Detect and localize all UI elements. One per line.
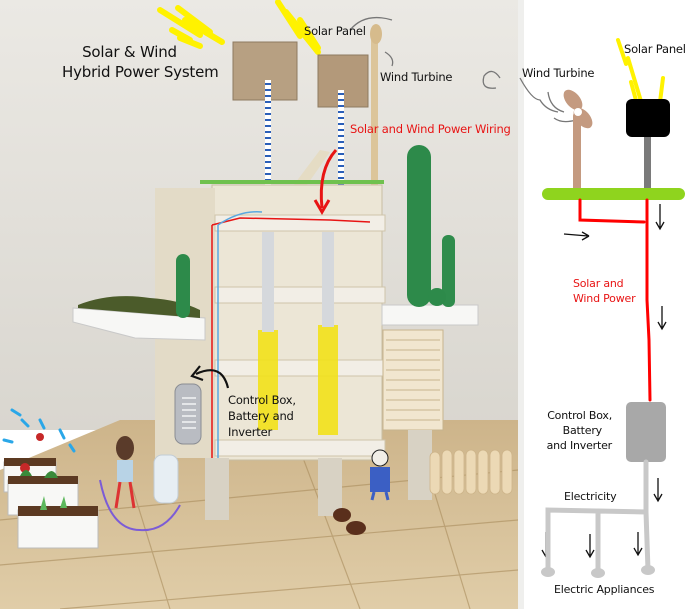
photo-control-line-2: Battery and (228, 409, 294, 423)
model-photo-illustration (0, 0, 518, 609)
diagram-control-line-3: and Inverter (546, 439, 613, 452)
photo-control-line-3: Inverter (228, 425, 273, 439)
garden-hose (99, 479, 181, 532)
control-box-tin (174, 383, 202, 445)
tin-ridges (182, 397, 196, 429)
wiring-arrowhead (313, 199, 331, 215)
model-photo: Solar & Wind Hybrid Power System Solar P… (0, 0, 518, 609)
diagram-control-line-1: Control Box, (547, 409, 612, 422)
photo-label-control-box: Control Box, Battery and Inverter (228, 392, 296, 440)
wind-turbine-icon (563, 89, 593, 192)
picket-fence (429, 449, 513, 495)
photo-label-wiring: Solar and Wind Power Wiring (350, 122, 511, 136)
cactus-stub (428, 288, 446, 306)
wind-turbine-pole (371, 36, 378, 211)
leg-left (205, 458, 229, 520)
photo-control-line-1: Control Box, (228, 393, 296, 407)
wind-turbine-head (370, 24, 382, 44)
sun-rays-icon (157, 0, 321, 55)
diagram-label-power: Solar and Wind Power (573, 276, 636, 306)
diagram-label-control-box: Control Box, Battery and Inverter (540, 408, 613, 453)
water-drops-icon (2, 408, 76, 453)
photo-label-wind-turbine: Wind Turbine (380, 70, 453, 84)
leg-right (408, 430, 432, 500)
solar-panel-pole (644, 137, 651, 192)
leg-mid (318, 458, 342, 516)
left-planter-moss (78, 296, 200, 318)
turbine-hub (574, 108, 582, 116)
ground-bar (542, 188, 685, 200)
solar-panel-icon (626, 99, 670, 137)
power-wire (578, 198, 652, 402)
wood-slats (214, 214, 386, 457)
power-line-1: Solar and (573, 277, 624, 290)
panel-divider (518, 0, 524, 609)
diagram-label-wind-turbine: Wind Turbine (522, 66, 595, 80)
control-box-arrowhead (190, 365, 204, 382)
building-roof-edge (200, 180, 384, 184)
louver-slats (386, 339, 440, 421)
main-title: Solar & Wind Hybrid Power System (62, 42, 219, 82)
cactus-small (176, 254, 190, 318)
diagram-label-electricity: Electricity (564, 490, 617, 503)
metal-strips (262, 232, 334, 332)
electricity-wiring (545, 459, 651, 575)
right-planter (381, 304, 479, 326)
control-box-icon (626, 402, 666, 462)
gardener-figure (114, 436, 136, 509)
cactus-medium (442, 235, 455, 307)
schematic-drawing (518, 0, 685, 609)
title-line-2: Hybrid Power System (62, 63, 219, 81)
girl-figure (370, 449, 390, 501)
power-line-2: Wind Power (573, 292, 636, 305)
water-bottle (153, 454, 179, 504)
diagram-label-appliances: Electric Appliances (554, 583, 655, 596)
control-box-arrow (195, 369, 230, 389)
appliance-nodes (541, 565, 655, 578)
wind-swirls-icon (349, 16, 501, 89)
title-line-1: Solar & Wind (82, 43, 177, 61)
diagram-control-line-2: Battery (562, 424, 603, 437)
red-wiring (211, 217, 371, 460)
blue-wiring (217, 211, 263, 462)
diagram-label-solar-panel: Solar Panel (624, 42, 686, 56)
hens (333, 508, 366, 535)
schematic-diagram: Wind Turbine Solar Panel Solar and Wind … (518, 0, 690, 609)
yellow-tape (258, 325, 338, 435)
cactus-tall (407, 145, 431, 307)
garden-plants (20, 433, 67, 510)
photo-label-solar-panel: Solar Panel (304, 24, 366, 38)
wiring-arrow (319, 148, 338, 209)
